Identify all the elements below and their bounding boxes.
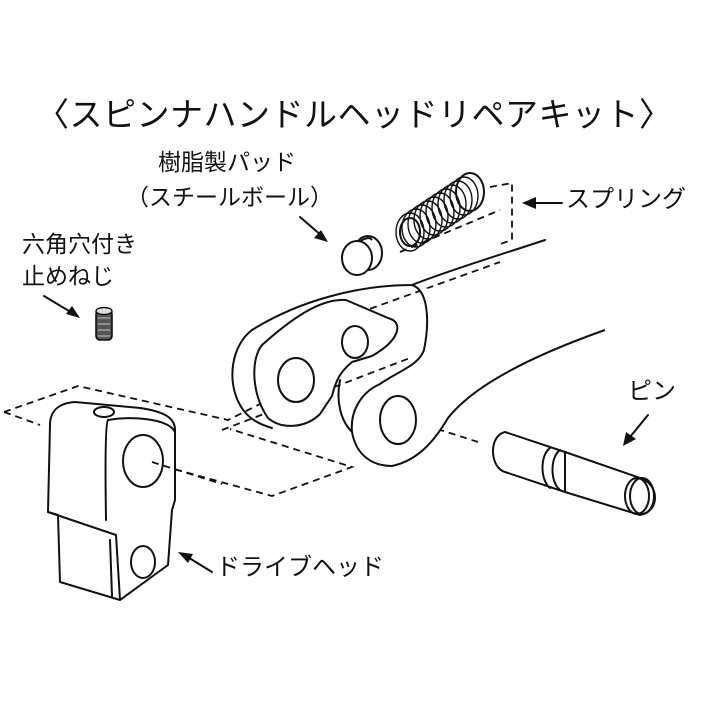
- label-drive-head: ドライブヘッド: [216, 553, 384, 581]
- drive-head-arrow: [178, 552, 213, 573]
- spring-arrow: [522, 197, 563, 209]
- handle-knuckle-icon: [231, 239, 606, 467]
- spring-icon: [395, 172, 485, 252]
- label-resin-pad: 樹脂製パッド: [158, 150, 296, 176]
- label-set-screw-line2: 止めねじ: [22, 264, 114, 290]
- drive-head-icon: [47, 401, 223, 601]
- label-pin: ピン: [628, 377, 676, 405]
- label-set-screw: 六角穴付き: [22, 232, 137, 258]
- label-spring: スプリング: [566, 185, 686, 213]
- diagram-title: 〈スピンナハンドルヘッドリペアキット〉: [36, 95, 673, 134]
- set-screw-arrow: [43, 295, 80, 318]
- pin-arrow: [623, 414, 649, 446]
- label-resin-pad-note: （スチールボール）: [126, 185, 333, 211]
- pad-icon: [341, 235, 383, 276]
- pin-icon: [492, 431, 656, 516]
- pad-arrow: [299, 216, 328, 242]
- set-screw-icon: [95, 306, 113, 341]
